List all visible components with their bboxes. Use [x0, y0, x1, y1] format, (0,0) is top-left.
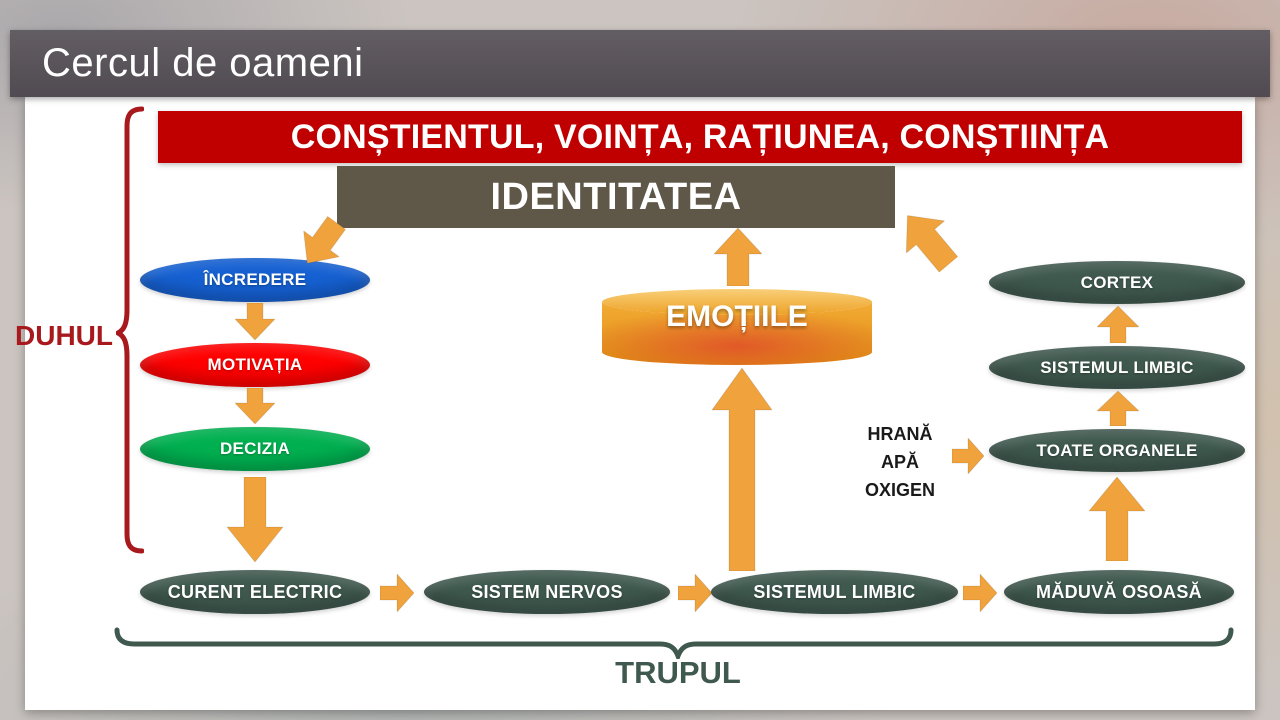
- arrow-identity-to-incredere-icon: [290, 210, 355, 276]
- arrow-motivatia-to-decizia-icon: [235, 388, 275, 424]
- input-oxigen: OXIGEN: [864, 480, 935, 500]
- arrow-cortex-to-identity-icon: [888, 199, 967, 280]
- node-motivatia: MOTIVAȚIA: [140, 343, 370, 387]
- node-toate-organele: TOATE ORGANELE: [989, 429, 1245, 472]
- node-maduva-osoasa: MĂDUVĂ OSOASĂ: [1004, 570, 1234, 614]
- slide-title: Cercul de oameni: [42, 41, 364, 85]
- arrow-nervos-to-limbic-icon: [678, 574, 712, 612]
- arrow-organe-to-limbic-icon: [1097, 391, 1139, 426]
- arrow-emotions-to-identity-icon: [714, 228, 762, 286]
- node-sistem-nervos: SISTEM NERVOS: [424, 570, 670, 614]
- node-cortex: CORTEX: [989, 261, 1245, 304]
- arrow-maduva-to-organe-icon: [1089, 477, 1145, 561]
- body-inputs-text: HRANĂ APĂ OXIGEN: [852, 420, 948, 504]
- node-incredere: ÎNCREDERE: [140, 258, 370, 302]
- node-sistemul-limbic-bottom: SISTEMUL LIMBIC: [711, 570, 958, 614]
- arrow-incredere-to-motivatia-icon: [235, 303, 275, 340]
- arrow-limbic-to-maduva-icon: [963, 574, 997, 612]
- arrow-inputs-to-organe-icon: [952, 438, 984, 474]
- duhul-brace: [116, 106, 144, 554]
- arrow-curent-to-nervos-icon: [380, 574, 414, 612]
- input-apa: APĂ: [880, 452, 919, 472]
- node-curent-electric: CURENT ELECTRIC: [140, 570, 370, 614]
- slide-header: Cercul de oameni: [10, 30, 1270, 97]
- banner-identity: IDENTITATEA: [337, 166, 895, 228]
- arrow-limbic-to-cortex-icon: [1097, 306, 1139, 343]
- emotions-cylinder: [602, 288, 872, 368]
- arrow-limbic-to-emotions-icon: [712, 368, 772, 571]
- trupul-brace: [114, 627, 1234, 659]
- banner-consciousness: CONȘTIENTUL, VOINȚA, RAȚIUNEA, CONȘTIINȚ…: [158, 111, 1242, 163]
- emotions-label: EMOȚIILE: [666, 300, 808, 333]
- trupul-label: TRUPUL: [615, 655, 741, 690]
- duhul-label: DUHUL: [15, 320, 113, 351]
- node-decizia: DECIZIA: [140, 427, 370, 471]
- arrow-decizia-to-curent-icon: [227, 477, 283, 562]
- node-sistemul-limbic-right: SISTEMUL LIMBIC: [989, 346, 1245, 389]
- input-hrana: HRANĂ: [867, 424, 933, 444]
